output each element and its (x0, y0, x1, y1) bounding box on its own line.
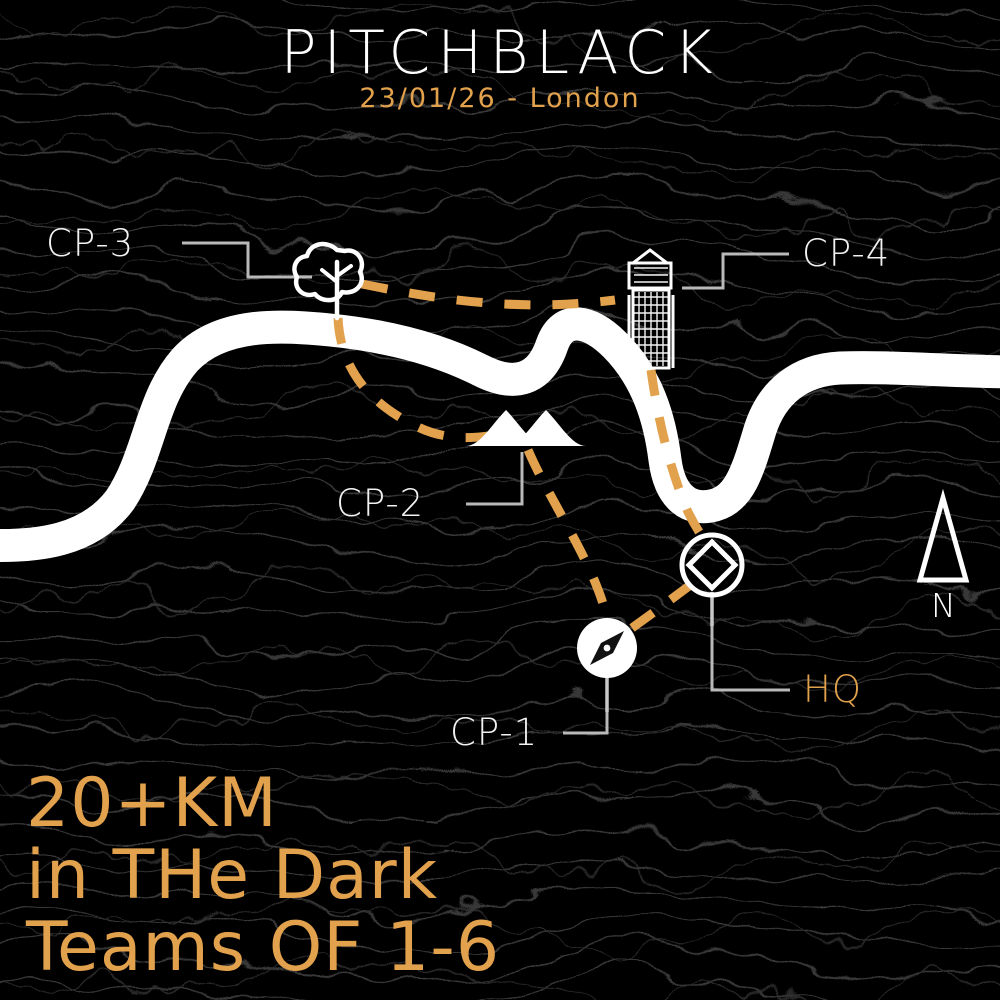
marker-label-cp-4: CP-4 (802, 232, 891, 275)
tree-icon[interactable] (292, 241, 365, 321)
marker-label-hq: HQ (803, 668, 862, 711)
headline-line-1: 20+KM (26, 764, 278, 843)
route-leg-cp1-hq (629, 574, 703, 632)
headline-line-3: Teams OF 1-6 (26, 908, 501, 987)
headline-block: 20+KM in THe Dark Teams OF 1-6 (26, 768, 500, 984)
page-title: PITCHBLACK (280, 18, 720, 88)
diamond-in-circle-icon[interactable] (679, 532, 745, 626)
marker-label-cp-2: CP-2 (336, 482, 425, 525)
marker-label-cp-1: CP-1 (450, 711, 539, 754)
hills-icon[interactable] (466, 410, 586, 446)
leader-cp2 (466, 452, 524, 506)
marker-label-cp-3: CP-3 (46, 222, 135, 265)
north-arrow-icon (916, 488, 970, 583)
skyscraper-icon[interactable] (627, 248, 675, 370)
north-letter-label: N (931, 586, 956, 625)
compass-rose-icon[interactable] (577, 618, 637, 712)
route-leg-cp3-cp4 (361, 279, 616, 310)
leader-cp4 (682, 252, 789, 290)
headline-line-2: in THe Dark (26, 836, 439, 915)
leader-cp3 (182, 241, 312, 279)
route-leg-cp2-cp1 (523, 448, 611, 616)
event-date-location: 23/01/26 - London (359, 83, 641, 114)
